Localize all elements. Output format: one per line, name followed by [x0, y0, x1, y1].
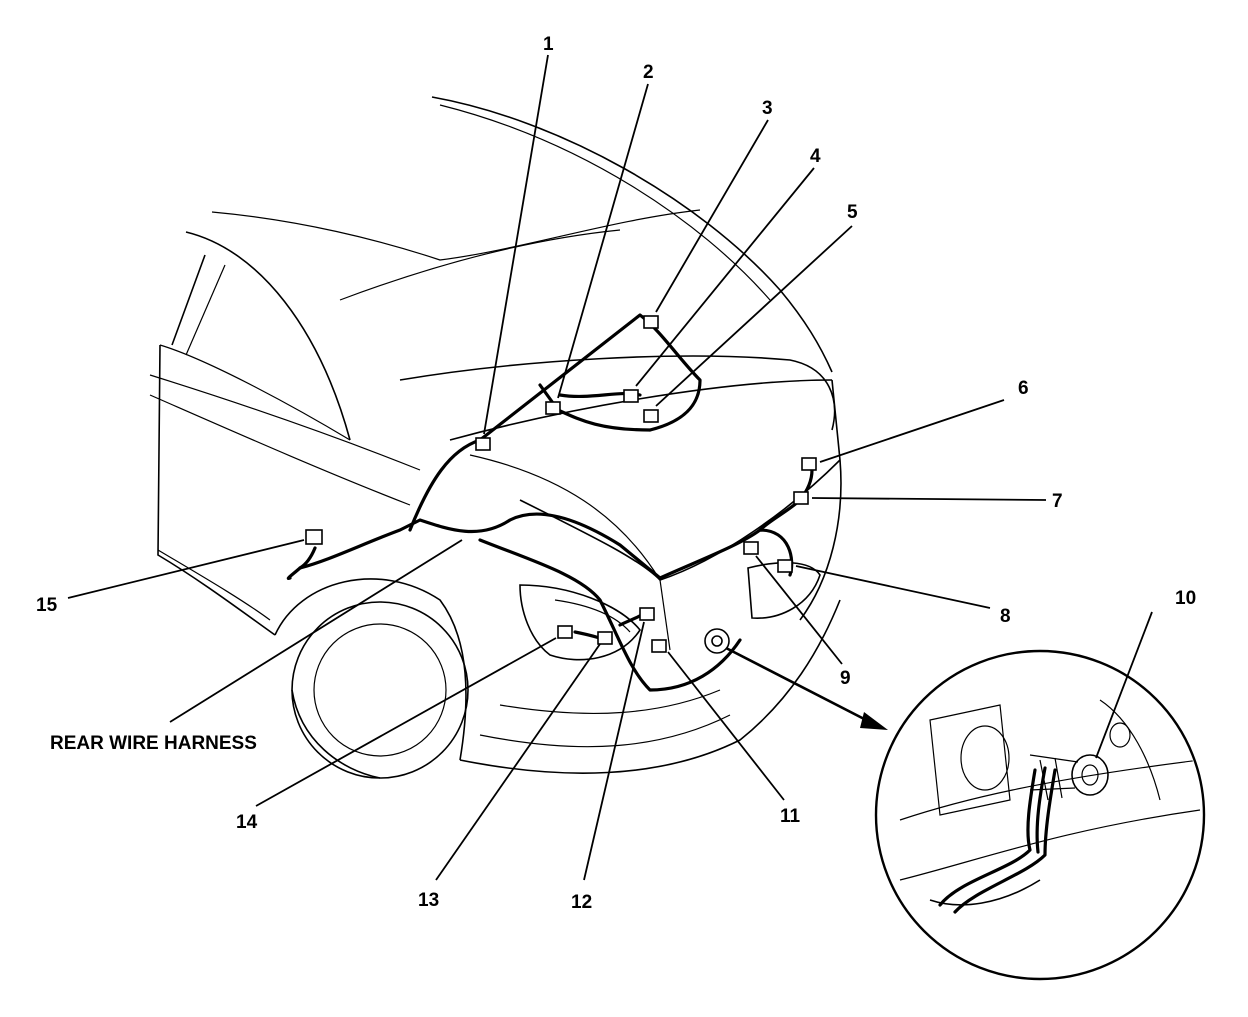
connector-6[interactable] [801, 457, 817, 471]
connector-14[interactable] [557, 625, 573, 639]
callout-5: 5 [847, 202, 858, 223]
callout-15: 15 [36, 595, 58, 616]
callout-7: 7 [1052, 491, 1063, 512]
connector-3[interactable] [643, 315, 659, 329]
connector-12[interactable] [639, 607, 655, 621]
connector-11[interactable] [651, 639, 667, 653]
rear-wire-harness [286, 313, 814, 692]
connectors [305, 315, 817, 654]
leader-lines [67, 54, 1153, 881]
callout-14: 14 [236, 812, 258, 833]
callout-labels: 1 2 3 4 5 6 7 8 9 10 11 12 13 14 15 REAR… [36, 34, 1196, 913]
arrow-head [860, 712, 888, 730]
callout-12: 12 [571, 892, 592, 913]
connector-4[interactable] [623, 389, 639, 403]
callout-11: 11 [780, 806, 801, 827]
grommet[interactable] [704, 628, 730, 654]
connector-8[interactable] [777, 559, 793, 573]
callout-2: 2 [643, 62, 654, 83]
connector-13[interactable] [597, 631, 613, 645]
callout-1: 1 [543, 34, 554, 55]
callout-8: 8 [1000, 606, 1011, 627]
connector-7[interactable] [793, 491, 809, 505]
callout-3: 3 [762, 98, 773, 119]
callout-6: 6 [1018, 378, 1029, 399]
connector-5[interactable] [643, 409, 659, 423]
callout-9: 9 [840, 668, 851, 689]
grommet-detail [1071, 754, 1109, 796]
detail-view [874, 649, 1206, 981]
harness-caption: REAR WIRE HARNESS [50, 733, 257, 754]
connector-1[interactable] [475, 437, 491, 451]
connector-9[interactable] [743, 541, 759, 555]
callout-4: 4 [810, 146, 821, 167]
connector-2[interactable] [545, 401, 561, 415]
callout-10: 10 [1175, 588, 1196, 609]
connector-15[interactable] [305, 529, 323, 545]
callout-13: 13 [418, 890, 439, 911]
car-body-outline [149, 96, 842, 779]
